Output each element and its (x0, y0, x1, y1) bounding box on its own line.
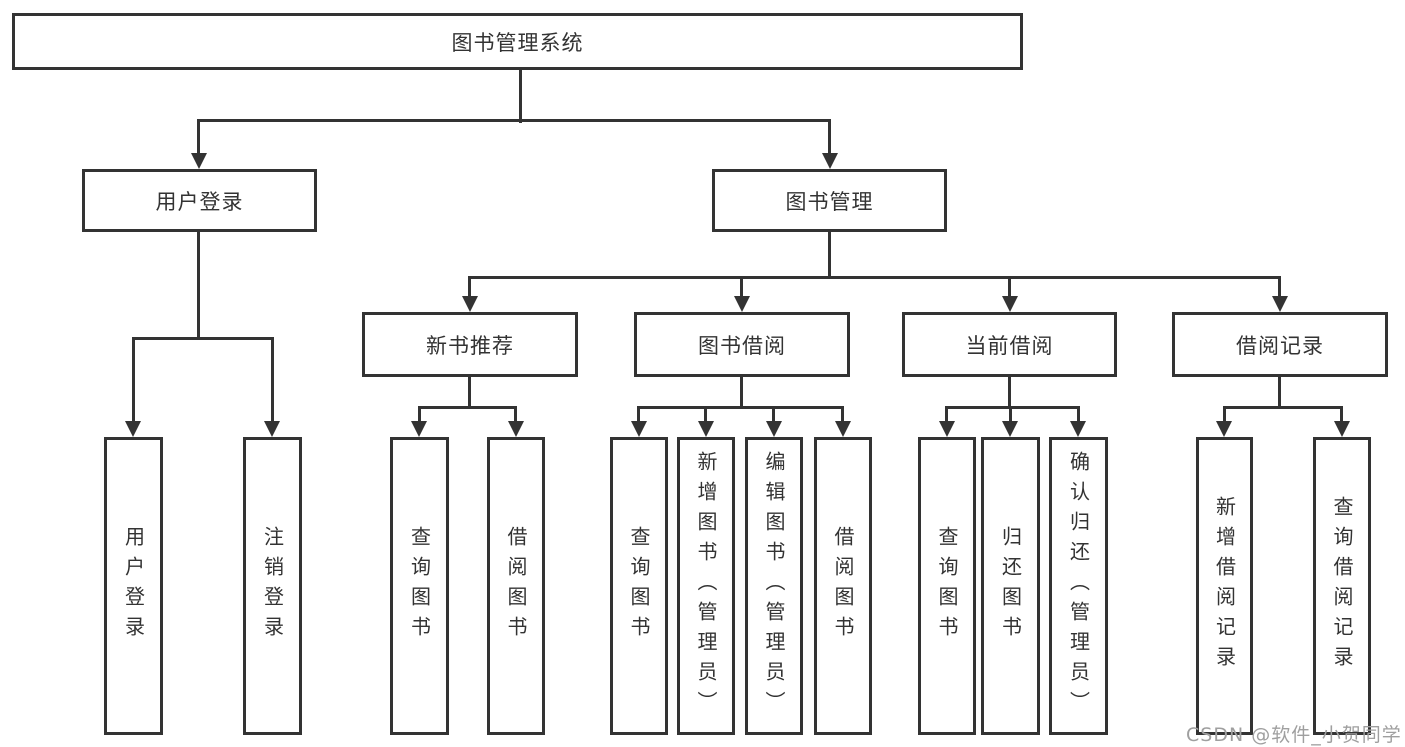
csdn-watermark: CSDN @软件_小贺同学 (1186, 724, 1402, 746)
node-root: 图书管理系统 (12, 13, 1023, 70)
connector-line (418, 406, 421, 423)
connector-line (1008, 375, 1011, 409)
connector-line (468, 276, 471, 300)
leaf-query-books-current: 查询图书 (918, 437, 976, 735)
connector-line (197, 119, 831, 122)
connector-line (828, 119, 831, 155)
node-borrow-records: 借阅记录 (1172, 312, 1388, 377)
connector-line (740, 375, 743, 409)
connector-line (132, 337, 274, 340)
connector-line (1278, 276, 1281, 300)
connector-line (772, 406, 775, 423)
arrow-down-icon (1070, 421, 1086, 437)
leaf-user-login: 用户登录 (104, 437, 163, 735)
connector-line (132, 337, 135, 424)
node-current-borrow: 当前借阅 (902, 312, 1117, 377)
arrow-down-icon (462, 296, 478, 312)
arrow-down-icon (1334, 421, 1350, 437)
arrow-down-icon (698, 421, 714, 437)
leaf-return-books: 归还图书 (981, 437, 1040, 735)
arrow-down-icon (835, 421, 851, 437)
connector-line (468, 276, 1281, 279)
leaf-return-books-label: 归还图书 (998, 526, 1023, 646)
connector-line (418, 406, 517, 409)
arrow-down-icon (1272, 296, 1288, 312)
node-book-management-label: 图书管理 (785, 189, 874, 214)
connector-line (1278, 375, 1281, 409)
leaf-edit-book-admin: 编辑图书（管理员） (745, 437, 803, 735)
leaf-borrow-books-label: 借阅图书 (831, 526, 855, 646)
connector-line (468, 375, 471, 409)
arrow-down-icon (822, 153, 838, 169)
leaf-query-books-borrow: 查询图书 (610, 437, 668, 735)
leaf-query-borrow-record: 查询借阅记录 (1313, 437, 1371, 735)
leaf-query-books-recommend-label: 查询图书 (407, 526, 432, 646)
node-book-borrow: 图书借阅 (634, 312, 850, 377)
leaf-add-book-admin: 新增图书（管理员） (677, 437, 735, 735)
node-root-label: 图书管理系统 (451, 30, 584, 55)
connector-line (828, 231, 831, 279)
leaf-query-books-recommend: 查询图书 (390, 437, 449, 735)
leaf-confirm-return-admin: 确认归还（管理员） (1049, 437, 1108, 735)
arrow-down-icon (1216, 421, 1232, 437)
leaf-confirm-return-admin-label: 确认归还（管理员） (1066, 451, 1091, 721)
node-borrow-records-label: 借阅记录 (1236, 333, 1324, 358)
connector-line (519, 68, 522, 123)
leaf-logout-label: 注销登录 (260, 526, 285, 646)
connector-line (945, 406, 948, 423)
connector-line (1009, 406, 1012, 423)
leaf-user-login-label: 用户登录 (121, 526, 146, 646)
node-new-book-recommend-label: 新书推荐 (426, 333, 514, 358)
node-book-management: 图书管理 (712, 169, 947, 232)
connector-line (704, 406, 707, 423)
arrow-down-icon (1002, 421, 1018, 437)
leaf-query-borrow-record-label: 查询借阅记录 (1330, 496, 1354, 676)
connector-line (1223, 406, 1226, 423)
arrow-down-icon (734, 296, 750, 312)
node-book-borrow-label: 图书借阅 (698, 333, 786, 358)
arrow-down-icon (508, 421, 524, 437)
arrow-down-icon (411, 421, 427, 437)
leaf-add-borrow-record: 新增借阅记录 (1196, 437, 1253, 735)
node-user-login-label: 用户登录 (155, 189, 244, 214)
node-new-book-recommend: 新书推荐 (362, 312, 578, 377)
node-current-borrow-label: 当前借阅 (965, 333, 1054, 358)
leaf-borrow-books-recommend-label: 借阅图书 (504, 526, 528, 646)
connector-line (197, 119, 200, 155)
arrow-down-icon (264, 421, 280, 437)
connector-line (637, 406, 640, 423)
connector-line (637, 406, 844, 409)
arrow-down-icon (766, 421, 782, 437)
leaf-add-borrow-record-label: 新增借阅记录 (1212, 496, 1237, 676)
connector-line (197, 231, 200, 339)
leaf-query-books-borrow-label: 查询图书 (627, 526, 651, 646)
leaf-edit-book-admin-label: 编辑图书（管理员） (762, 451, 786, 721)
leaf-query-books-current-label: 查询图书 (935, 526, 959, 646)
arrow-down-icon (939, 421, 955, 437)
leaf-borrow-books: 借阅图书 (814, 437, 872, 735)
connector-line (945, 406, 1079, 409)
arrow-down-icon (191, 153, 207, 169)
node-user-login: 用户登录 (82, 169, 317, 232)
connector-line (841, 406, 844, 423)
connector-line (1077, 406, 1080, 423)
connector-line (1008, 276, 1011, 300)
connector-line (514, 406, 517, 423)
arrow-down-icon (631, 421, 647, 437)
leaf-borrow-books-recommend: 借阅图书 (487, 437, 545, 735)
leaf-add-book-admin-label: 新增图书（管理员） (694, 451, 718, 721)
arrow-down-icon (1002, 296, 1018, 312)
connector-line (271, 337, 274, 424)
connector-line (1223, 406, 1343, 409)
leaf-logout: 注销登录 (243, 437, 302, 735)
connector-line (740, 276, 743, 300)
connector-line (1340, 406, 1343, 423)
arrow-down-icon (125, 421, 141, 437)
